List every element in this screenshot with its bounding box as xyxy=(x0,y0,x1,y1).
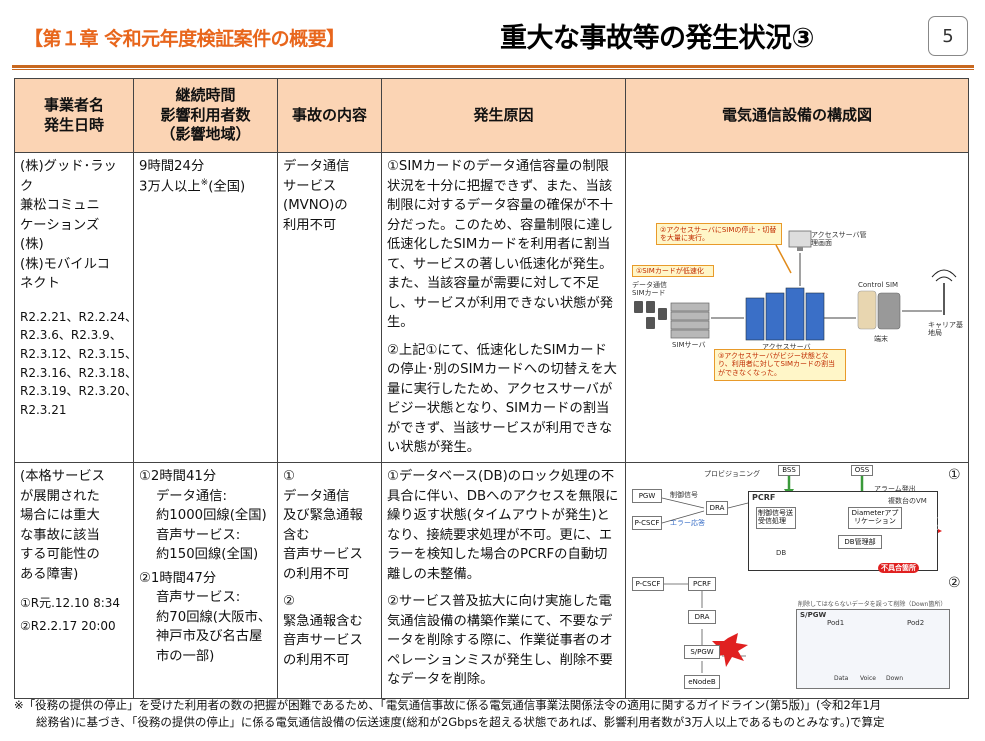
enodeb-box: eNodeB xyxy=(684,674,720,689)
bss-box: BSS xyxy=(778,464,800,476)
spgw-detail-box: S/PGW Pod1 Pod2 xyxy=(796,608,950,689)
sim-server-icon xyxy=(670,302,710,339)
pcrf-network-diagram: ① ② プロビジョニング BSS OSS PGW P-CSCF 制御信号 エラー… xyxy=(626,463,968,698)
admin-screen-label: アクセスサーバ管理画面 xyxy=(811,231,867,248)
incident-dates: R2.2.21、R2.2.24、 R2.3.6、R2.3.9、 R2.3.12、… xyxy=(20,309,138,417)
callout-1: ①SIMカードが低速化 xyxy=(632,265,714,277)
antenna-icon xyxy=(931,269,957,315)
base-station-label: キャリア基地局 xyxy=(928,321,963,338)
footnote: ※「役務の提供の停止」を受けた利用者の数の把握が困難であるため、「電気通信事故に… xyxy=(14,697,974,732)
callout-2: ②アクセスサーバにSIMの停止・切替を大量に実行。 xyxy=(656,223,782,245)
col-header-duration: 継続時間 影響利用者数 （影響地域） xyxy=(133,78,278,153)
provisioning-label: プロビジョニング xyxy=(704,469,760,478)
db-label: DB xyxy=(776,548,787,557)
sim-server-label: SIMサーバ xyxy=(672,341,706,349)
cell-duration: ①2時間41分 データ通信: 約1000回線(全国) 音声サービス: 約150回… xyxy=(133,461,278,699)
admin-monitor-icon xyxy=(788,230,812,251)
oss-box: OSS xyxy=(851,464,873,476)
control-sim-label: Control SIM xyxy=(858,281,899,289)
access-server-label: アクセスサーバ xyxy=(762,343,811,351)
table-row: (株)グッド･ラック 兼松コミュニ ケーションズ (株) (株)モバイルコ ネク… xyxy=(14,152,969,463)
db-manage-box: DB管理部 xyxy=(838,534,882,549)
error-response-label: エラー応答 xyxy=(670,518,705,527)
access-server-icon xyxy=(745,287,825,341)
col-header-incident: 事故の内容 xyxy=(277,78,382,153)
page-number: 5 xyxy=(928,16,968,56)
table-header-row: 事業者名 発生日時 継続時間 影響利用者数 （影響地域） 事故の内容 発生原因 … xyxy=(14,78,969,153)
footnote-line-2: 総務省)に基づき、「役務の提供の停止」に係る電気通信設備の伝送速度(総和が2Gb… xyxy=(36,715,885,730)
terminal-label: 端末 xyxy=(874,335,888,343)
cell-operator: (株)グッド･ラック 兼松コミュニ ケーションズ (株) (株)モバイルコ ネク… xyxy=(14,152,138,463)
control-signal-label: 制御信号 xyxy=(670,490,698,499)
col-header-cause: 発生原因 xyxy=(381,78,626,153)
table-row: (本格サービス が展開された 場合には重大 な事故に該当 する可能性の ある障害… xyxy=(14,461,969,699)
device-icons xyxy=(857,290,901,330)
cause-2: ②上記①にて、低速化したSIMカードの停止･別のSIMカードへの切替えを大量に実… xyxy=(387,342,617,456)
diagram-number-2: ② xyxy=(948,574,961,591)
defect-badge: 不具合箇所 xyxy=(878,562,919,574)
multi-vm-label: 複数台のVM xyxy=(888,496,927,505)
incident-dates: ①R元.12.10 8:34 ②R2.2.17 20:00 xyxy=(20,596,121,633)
cause-1: ①データベース(DB)のロック処理の不具合に伴い、DBへのアクセスを無限に繰り返… xyxy=(387,468,619,582)
cause-1: ①SIMカードのデータ通信容量の制限状況を十分に把握できず、また、当該制限に対す… xyxy=(387,159,614,331)
header-rule xyxy=(12,65,974,68)
page-title: 重大な事故等の発生状況③ xyxy=(500,23,814,54)
cell-duration: 9時間24分 3万人以上※(全国) xyxy=(133,152,278,463)
cell-cause: ①データベース(DB)のロック処理の不具合に伴い、DBへのアクセスを無限に繰り返… xyxy=(381,461,626,699)
diagram-number-1: ① xyxy=(948,466,961,483)
cell-cause: ①SIMカードのデータ通信容量の制限状況を十分に把握できず、また、当該制限に対す… xyxy=(381,152,626,463)
legend-voice: Voice xyxy=(860,674,876,682)
alarm-label: アラーム発出 xyxy=(874,484,916,493)
pcrf-box: PCRF xyxy=(748,490,938,571)
connection-lines xyxy=(711,244,942,319)
mvno-network-diagram: ②アクセスサーバにSIMの停止・切替を大量に実行。 ①SIMカードが低速化 デー… xyxy=(626,153,968,462)
header-rule-thin xyxy=(12,69,974,70)
pcscf-box-2: P-CSCF xyxy=(632,576,664,591)
col-header-operator: 事業者名 発生日時 xyxy=(14,78,134,153)
footnote-line-1: ※「役務の提供の停止」を受けた利用者の数の把握が困難であるため、「電気通信事故に… xyxy=(14,698,882,712)
chapter-label: 【第１章 令和元年度検証案件の概要】 xyxy=(24,28,345,50)
col-header-diagram: 電気通信設備の構成図 xyxy=(625,78,969,153)
cell-incident: ① データ通信 及び緊急通報 含む 音声サービス の利用不可 ② 緊急通報含む … xyxy=(277,461,382,699)
cell-operator: (本格サービス が展開された 場合には重大 な事故に該当 する可能性の ある障害… xyxy=(14,461,134,699)
incident-table: 事業者名 発生日時 継続時間 影響利用者数 （影響地域） 事故の内容 発生原因 … xyxy=(14,78,969,699)
cause-2: ②サービス普及拡大に向け実施した電気通信設備の構築作業にて、不要なデータを削除す… xyxy=(387,594,613,688)
timeout-label: タイムアウト発生 xyxy=(914,516,939,532)
legend-data: Data xyxy=(834,674,849,682)
spgw-box: S/PGW xyxy=(684,644,720,659)
pcscf-box: P-CSCF xyxy=(632,515,662,530)
legend-down: Down xyxy=(886,674,904,682)
cell-incident: データ通信 サービス (MVNO)の 利用不可 xyxy=(277,152,382,463)
diameter-app-box: Diameterアプリケーション xyxy=(848,506,902,529)
sim-card-icons xyxy=(634,301,667,329)
delete-burst xyxy=(712,632,748,667)
cell-diagram: ②アクセスサーバにSIMの停止・切替を大量に実行。 ①SIMカードが低速化 デー… xyxy=(625,152,969,463)
callout-3: ③アクセスサーバがビジー状態となり、利用者に対してSIMカードの割当ができなくな… xyxy=(714,349,846,381)
pgw-box: PGW xyxy=(632,488,662,503)
sim-card-label: データ通信SIMカード xyxy=(632,281,667,298)
dra-box-2: DRA xyxy=(688,609,716,624)
mvno-diagram-shapes xyxy=(634,230,957,341)
pcrf-signal-box: 制御信号送受信処理 xyxy=(756,506,796,529)
delete-note: 削除してはならないデータを誤って削除（Down箇所） xyxy=(798,600,947,608)
dra-box: DRA xyxy=(706,500,728,515)
pcrf-box-2: PCRF xyxy=(688,576,716,591)
cell-diagram: ① ② プロビジョニング BSS OSS PGW P-CSCF 制御信号 エラー… xyxy=(625,461,969,699)
